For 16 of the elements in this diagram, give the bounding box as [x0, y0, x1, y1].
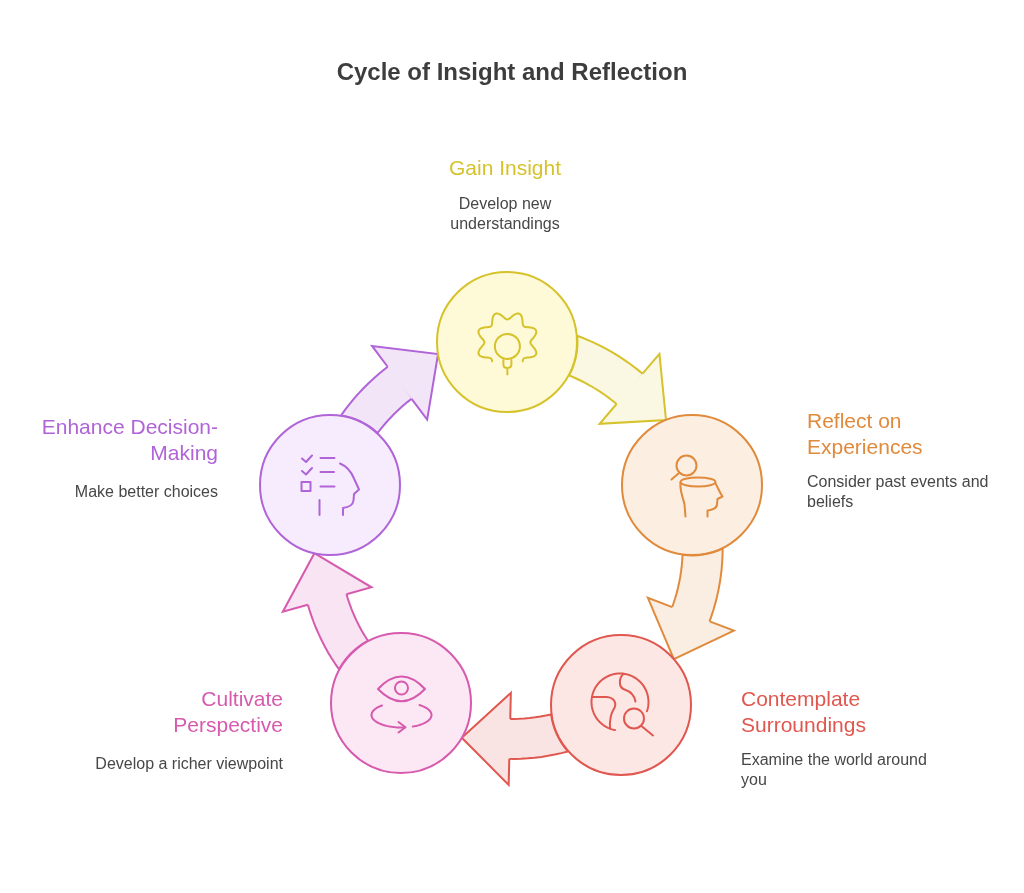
step-description: Examine the world around you — [741, 750, 928, 790]
curved-arrow — [568, 334, 667, 425]
step-title: Contemplate Surroundings — [741, 686, 867, 738]
step-description: Develop a richer viewpoint — [94, 754, 283, 774]
curved-arrow — [340, 344, 440, 434]
curved-arrow — [460, 691, 569, 786]
step-title: Enhance Decision-Making — [40, 414, 218, 466]
step-title: Gain Insight — [448, 155, 562, 181]
curved-arrow — [646, 547, 735, 661]
step-title: Cultivate Perspective — [172, 686, 283, 738]
diagram-title: Cycle of Insight and Reflection — [336, 57, 688, 87]
step-description: Consider past events and beliefs — [807, 472, 990, 512]
step-title: Reflect on Experiences — [807, 408, 924, 460]
step-description: Develop new understandings — [449, 194, 561, 234]
curved-arrow — [281, 552, 373, 671]
step-description: Make better choices — [73, 482, 218, 502]
